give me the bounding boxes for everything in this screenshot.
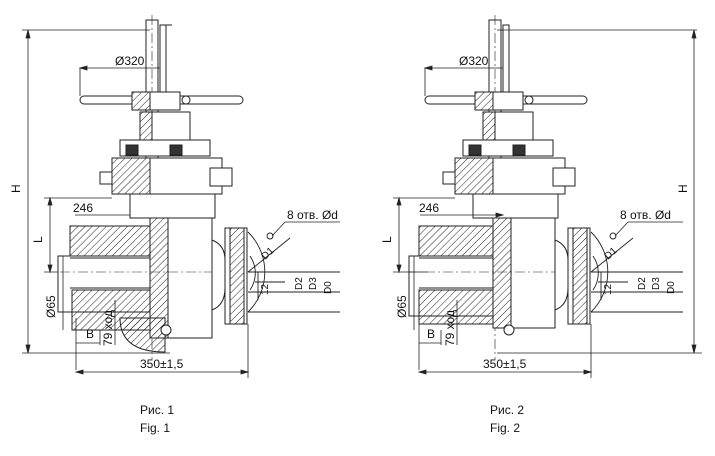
bore-label: Ø65	[395, 295, 409, 318]
flange-view	[247, 231, 340, 313]
d2-label: D2	[294, 277, 305, 290]
figure-2-drawing: Ø320	[380, 15, 702, 378]
handwheel-diameter-label: Ø320	[115, 54, 145, 68]
holes-label: 8 отв. Ød	[287, 208, 338, 222]
figure-1-drawing: H L 246	[9, 15, 340, 378]
stroke-label: 79 ход	[443, 310, 457, 346]
figure-1: H L 246	[0, 0, 357, 451]
figure-2-caption-en: Fig. 2	[490, 421, 521, 435]
figure-2: Ø320	[357, 0, 714, 451]
holes-label: 8 отв. Ød	[620, 208, 671, 222]
handwheel	[424, 91, 588, 111]
bore-label: Ø65	[44, 295, 58, 318]
offset-label: 246	[419, 201, 439, 215]
bottom-dimensions	[75, 300, 116, 370]
d1-label: D1	[603, 245, 620, 262]
valve-body	[407, 193, 657, 336]
bonnet	[442, 111, 576, 195]
face-to-face-dimension	[74, 324, 250, 378]
b-label: B	[86, 327, 94, 341]
handwheel-dimension	[78, 65, 160, 96]
face-to-face-label: 350±1,5	[140, 357, 184, 371]
height-label: H	[9, 184, 23, 193]
holes-leader	[271, 221, 340, 237]
d2-label: D2	[637, 277, 648, 290]
height-dimension	[22, 29, 170, 354]
d3-label: D3	[308, 277, 319, 290]
height-dimension	[497, 29, 702, 354]
offset-dimension	[420, 212, 505, 218]
figure-1-caption-en: Fig. 1	[140, 421, 171, 435]
twelve-label: 12	[260, 283, 271, 295]
figure-1-caption-ru: Рис. 1	[140, 403, 175, 417]
valve-body	[57, 193, 300, 353]
handwheel	[79, 91, 244, 111]
b-label: B	[427, 327, 435, 341]
d3-label: D3	[651, 277, 662, 290]
l-label: L	[380, 236, 394, 243]
face-to-face-label: 350±1,5	[483, 357, 527, 371]
d1-label: D1	[260, 245, 277, 262]
face-to-face-dimension	[417, 324, 593, 378]
bottom-dimensions	[418, 300, 458, 370]
height-label: H	[676, 184, 690, 193]
bonnet	[99, 111, 233, 195]
l-label: L	[31, 236, 45, 243]
stroke-label: 79 ход	[101, 310, 115, 346]
d0-label: D0	[323, 281, 334, 294]
l-dimension	[393, 196, 455, 274]
offset-label: 246	[73, 201, 93, 215]
flange-view	[590, 231, 683, 313]
handwheel-dimension	[423, 65, 503, 96]
d0-label: D0	[666, 281, 677, 294]
handwheel-diameter-label: Ø320	[459, 54, 489, 68]
figure-2-caption-ru: Рис. 2	[490, 403, 525, 417]
twelve-label: 12	[603, 283, 614, 295]
holes-leader	[614, 221, 683, 237]
